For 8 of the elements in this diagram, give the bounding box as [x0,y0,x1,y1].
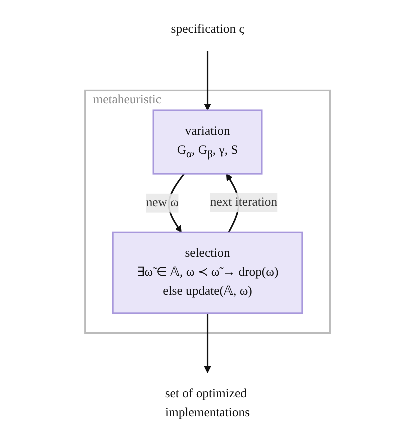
edge-label: next iteration [210,196,278,210]
node-box: selection ∃ω̃ ∈ 𝔸, ω ≺ ω̃ → drop(ω) else update(𝔸, ω) [112,232,303,314]
arrow [204,51,211,111]
node-text: set of optimized implementations [165,387,250,420]
edge-label: new ω [146,196,179,210]
arrow [204,313,211,374]
node-text: specification ς [171,22,244,36]
node-box: variation G$_{α}$, G$_{β}$, γ, S [152,110,262,175]
